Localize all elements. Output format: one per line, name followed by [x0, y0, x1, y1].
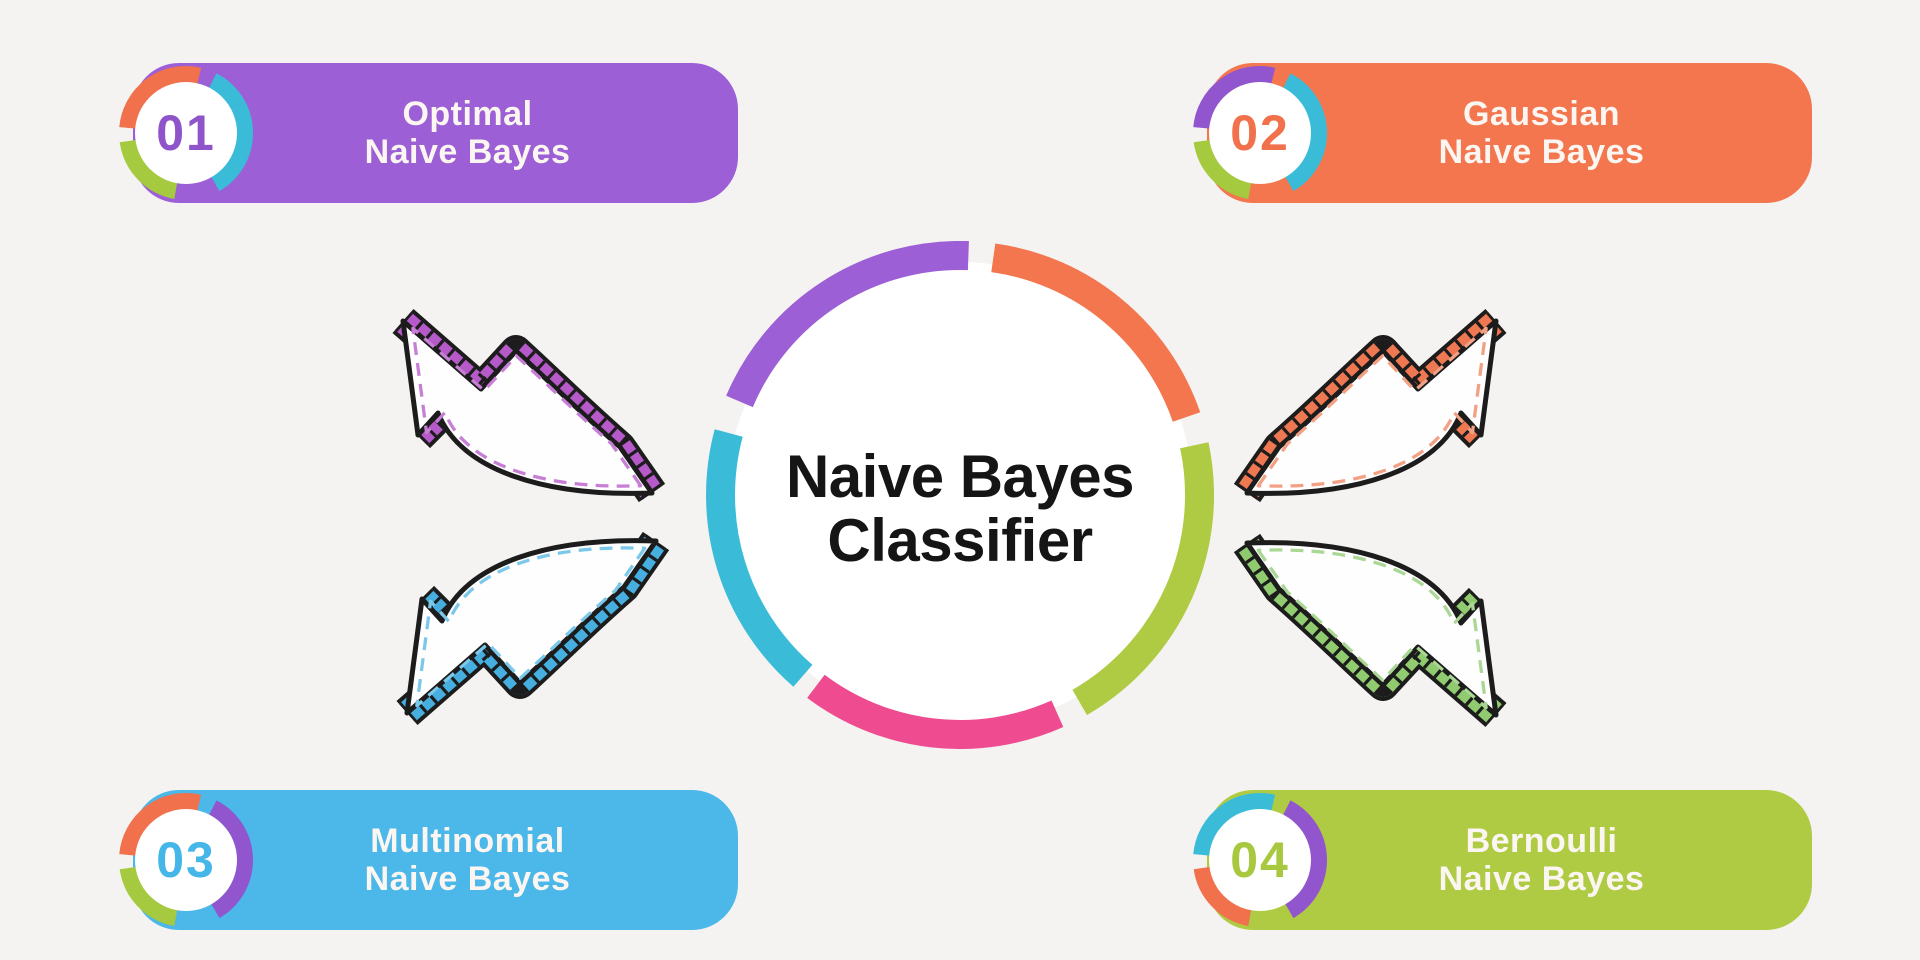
- badge-number: 03: [156, 832, 216, 888]
- center-ring: [706, 241, 1214, 749]
- badge-circle: 01: [135, 82, 237, 184]
- card-title: Optimal Naive Bayes: [133, 63, 738, 203]
- card-gaussian-naive-bayes: 02 Gaussian Naive Bayes: [1193, 63, 1812, 203]
- card-title-line2: Naive Bayes: [364, 133, 571, 171]
- card-title: Multinomial Naive Bayes: [133, 790, 738, 930]
- center-circle: [727, 262, 1193, 728]
- badge-circle: 03: [135, 809, 237, 911]
- badge-02: 02: [1193, 65, 1327, 200]
- badge-ring-icon: [119, 792, 253, 926]
- card-title: Bernoulli Naive Bayes: [1207, 790, 1812, 930]
- badge-04: 04: [1193, 792, 1327, 927]
- card-bernoulli-naive-bayes: 04 Bernoulli Naive Bayes: [1193, 790, 1812, 930]
- curved-arrow-icon-down-left: [392, 531, 670, 723]
- curved-arrow-icon-up-right: [1233, 311, 1511, 503]
- center-title: Naive Bayes Classifier: [706, 255, 1214, 763]
- card-title-line1: Gaussian: [1462, 95, 1621, 133]
- badge-circle: 04: [1209, 809, 1311, 911]
- badge-03: 03: [119, 792, 253, 927]
- center-title-line1: Naive Bayes: [785, 443, 1135, 510]
- curved-arrow-icon-up-left: [388, 311, 666, 503]
- badge-01: 01: [119, 65, 253, 200]
- card-title-line2: Naive Bayes: [1438, 860, 1645, 898]
- badge-ring-icon: [1193, 792, 1327, 926]
- card-title-line1: Bernoulli: [1465, 822, 1618, 860]
- badge-number: 01: [156, 105, 216, 161]
- badge-ring-icon: [1193, 65, 1327, 199]
- card-optimal-naive-bayes: 01 Optimal Naive Bayes: [119, 63, 738, 203]
- badge-ring-icon: [119, 65, 253, 199]
- badge-number: 04: [1230, 832, 1290, 888]
- card-title-line1: Multinomial: [370, 822, 565, 860]
- badge-number: 02: [1230, 105, 1290, 161]
- curved-arrow-icon-down-right: [1233, 533, 1511, 725]
- card-title-line2: Naive Bayes: [364, 860, 571, 898]
- center-title-line2: Classifier: [827, 507, 1093, 574]
- card-title-line1: Optimal: [402, 95, 533, 133]
- card-title-line2: Naive Bayes: [1438, 133, 1645, 171]
- card-multinomial-naive-bayes: 03 Multinomial Naive Bayes: [119, 790, 738, 930]
- card-title: Gaussian Naive Bayes: [1207, 63, 1812, 203]
- badge-circle: 02: [1209, 82, 1311, 184]
